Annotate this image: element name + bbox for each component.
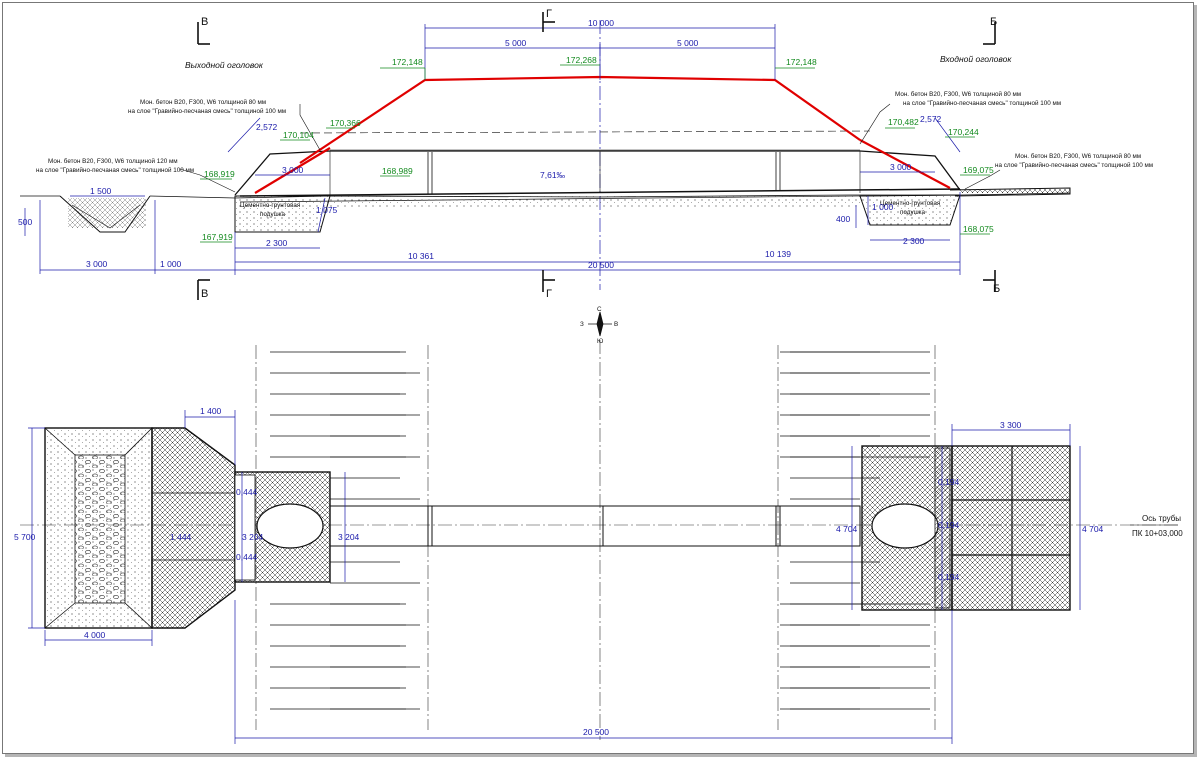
longitudinal-profile	[20, 12, 1071, 300]
dim-3204: 3 204	[338, 532, 360, 542]
inlet-title: Входной оголовок	[940, 54, 1012, 64]
level-170244: 170,244	[948, 127, 979, 137]
note-outlet-top-1: Мон. бетон B20, F300, W6 толщиной 80 мм	[140, 98, 266, 106]
dim-right-3000: 3 000	[890, 162, 912, 172]
compass-west: З	[580, 321, 584, 328]
dim-top-right: 5 000	[677, 38, 699, 48]
note-outlet-top-2: на слое "Гравийно-песчаная смесь" толщин…	[128, 107, 286, 115]
cushion-left-line-2: подушка	[260, 211, 286, 218]
dim-total-profile: 20 500	[588, 260, 614, 270]
dim-0444a: 0,444	[236, 487, 258, 497]
dim-4704b: 4 704	[836, 524, 858, 534]
dim-top-left: 5 000	[505, 38, 527, 48]
dim-0444b: 0,444	[236, 552, 258, 562]
outlet-title: Выходной оголовок	[185, 60, 264, 70]
level-top-center: 172,268	[566, 55, 597, 65]
level-170366: 170,366	[330, 118, 361, 128]
dim-right-part: 10 139	[765, 249, 791, 259]
dim-left-part: 10 361	[408, 251, 434, 261]
section-mark-b-top: Б	[990, 16, 997, 28]
level-168919: 168,919	[204, 169, 235, 179]
section-mark-b-bottom: Б	[993, 283, 1000, 295]
axis-label: Ось трубы	[1142, 514, 1181, 523]
dim-3300: 3 300	[1000, 420, 1022, 430]
compass-south: Ю	[597, 338, 604, 345]
dim-3204b: 3 204	[242, 532, 264, 542]
compass-north: С	[597, 306, 602, 313]
dim-right-400: 400	[836, 214, 850, 224]
dim-3000: 3 000	[86, 259, 108, 269]
dim-0194c: 0,194	[938, 572, 960, 582]
dim-left-1075: 1,075	[316, 205, 338, 215]
cushion-right-line-1: Цементно-грунтовая	[880, 200, 940, 207]
dim-1500: 1 500	[90, 186, 112, 196]
compass-east: В	[614, 321, 618, 328]
plan-view	[20, 340, 1180, 744]
note-outlet-low-2: на слое "Гравийно-песчаная смесь" толщин…	[36, 166, 194, 174]
section-mark-g-bottom: Г	[546, 288, 552, 300]
dim-1000: 1 000	[160, 259, 182, 269]
note-inlet-top-2: на слое "Гравийно-песчаная смесь" толщин…	[903, 99, 1061, 107]
dim-left-2572: 2,572	[256, 122, 278, 132]
level-168989: 168,989	[382, 166, 413, 176]
dim-0194a: 0,194	[938, 477, 960, 487]
dim-0194b: 0,194	[938, 520, 960, 530]
section-mark-v-top: В	[201, 16, 208, 28]
dim-1400: 1 400	[200, 406, 222, 416]
dim-left-2300: 2 300	[266, 238, 288, 248]
level-170482: 170,482	[888, 117, 919, 127]
dim-right-2572: 2,572	[920, 114, 942, 124]
compass-rose-icon	[588, 311, 612, 337]
note-inlet-low-1: Мон. бетон B20, F300, W6 толщиной 80 мм	[1015, 152, 1141, 160]
dim-right-1000: 1 000	[872, 202, 894, 212]
cushion-right-line-2: подушка	[900, 209, 926, 216]
level-168075: 168,075	[963, 224, 994, 234]
dim-total-plan: 20 500	[583, 727, 609, 737]
note-inlet-low-2: на слое "Гравийно-песчаная смесь" толщин…	[995, 161, 1153, 169]
dim-left-3000: 3,000	[282, 165, 304, 175]
note-outlet-low-1: Мон. бетон B20, F300, W6 толщиной 120 мм	[48, 157, 178, 165]
dim-4704: 4 704	[1082, 524, 1104, 534]
level-167919: 167,919	[202, 232, 233, 242]
drawing-labels: Выходной оголовок Входной оголовок В В Г…	[14, 8, 1183, 737]
dim-500: 500	[18, 217, 32, 227]
level-170104: 170,104	[283, 130, 314, 140]
cushion-left-line-1: Цементно-грунтовая	[240, 202, 300, 209]
slope-label: 7,61‰	[540, 170, 566, 180]
level-top-right: 172,148	[786, 57, 817, 67]
section-mark-g-top: Г	[546, 8, 552, 20]
dim-top-total: 10 000	[588, 18, 614, 28]
level-169075: 169,075	[963, 165, 994, 175]
dim-right-2300: 2 300	[903, 236, 925, 246]
note-inlet-top-1: Мон. бетон B20, F300, W6 толщиной 80 мм	[895, 90, 1021, 98]
dim-4000: 4 000	[84, 630, 106, 640]
axis-station: ПК 10+03,000	[1132, 529, 1183, 538]
level-top-left: 172,148	[392, 57, 423, 67]
dim-5700: 5 700	[14, 532, 36, 542]
dim-1444: 1 444	[170, 532, 192, 542]
section-mark-v-bottom: В	[201, 288, 208, 300]
